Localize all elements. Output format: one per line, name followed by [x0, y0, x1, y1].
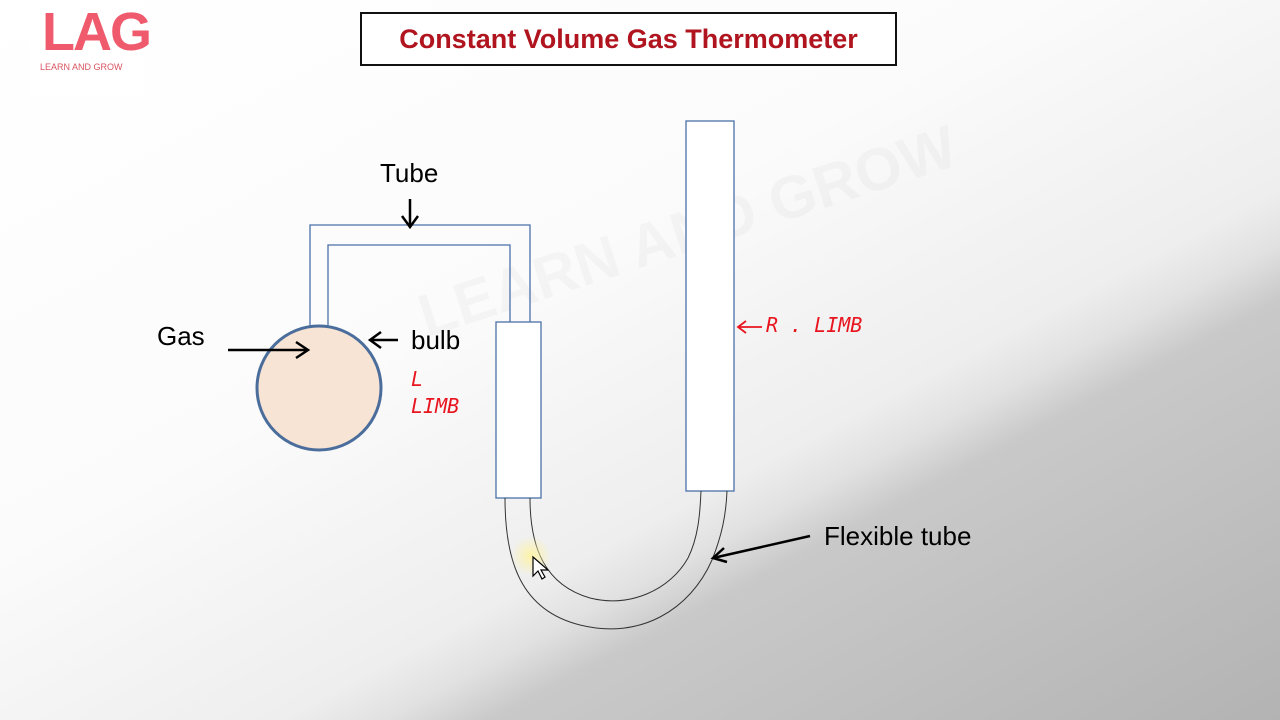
mouse-cursor-icon	[532, 555, 550, 580]
flexible-tube-inner	[529, 490, 702, 602]
tube-label: Tube	[380, 158, 438, 188]
flexible-tube-outer	[504, 490, 728, 630]
gas-label: Gas	[157, 321, 205, 351]
bulb-label: bulb	[411, 325, 460, 355]
lag-logo: LAG LEARN AND GROW	[30, 0, 152, 96]
page-title: Constant Volume Gas Thermometer	[399, 23, 858, 54]
gas-arrow	[228, 340, 311, 360]
logo-text: LAG	[42, 2, 152, 62]
flexible-tube-label: Flexible tube	[824, 521, 971, 551]
right-limb	[685, 120, 735, 492]
connecting-tube-outer	[309, 224, 531, 326]
left-limb-annotation-line1: L	[411, 367, 423, 391]
right-limb-arrow	[736, 320, 762, 334]
bulb-arrow	[367, 330, 398, 350]
right-limb-annotation: R . LIMB	[766, 313, 862, 337]
left-limb-annotation-line2: LIMB	[411, 394, 459, 418]
title-box: Constant Volume Gas Thermometer	[360, 12, 897, 66]
tube-arrow	[400, 199, 420, 230]
gas-bulb	[255, 324, 383, 452]
logo-tagline: LEARN AND GROW	[40, 62, 123, 72]
flexible-tube-arrow	[710, 534, 811, 564]
connecting-tube-inner	[327, 244, 511, 326]
left-limb	[495, 321, 542, 499]
